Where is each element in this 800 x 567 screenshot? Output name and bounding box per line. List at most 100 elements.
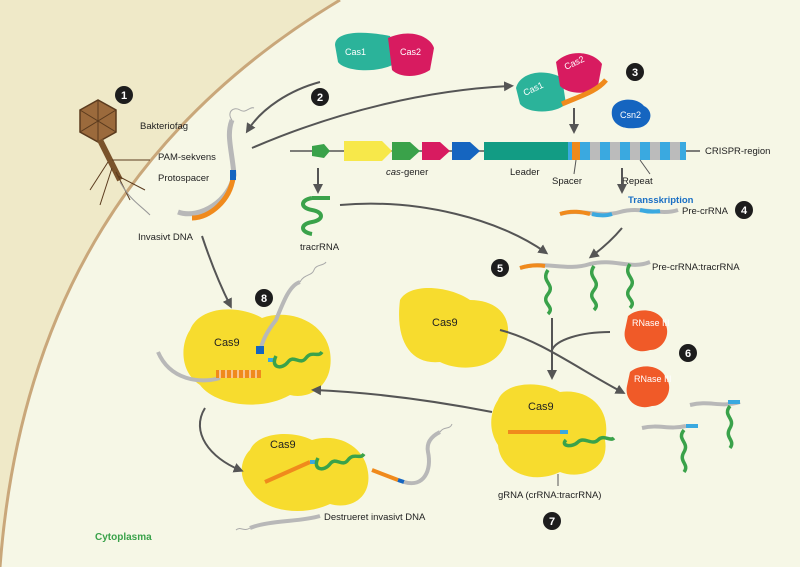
pre-crrna-repeat-1 — [591, 212, 613, 218]
target-dna-tail — [299, 261, 327, 283]
repeat-label: Repeat — [622, 176, 653, 187]
spacer-label: Spacer — [552, 176, 582, 187]
cas2-label: Cas2 — [400, 47, 421, 57]
arrow-to-fragments — [499, 329, 626, 394]
cas9-grna-label: Cas9 — [528, 401, 554, 413]
crispr-region-label: CRISPR-region — [705, 146, 770, 157]
cas-genes-label-rest: -gener — [401, 167, 428, 178]
arrow-dna-to-cas-complex — [251, 81, 514, 149]
fragment-1-hairpin — [679, 428, 688, 474]
cas1-gene — [392, 142, 420, 160]
rnase-label-2: RNase III — [634, 374, 672, 384]
bacteriophage-icon — [79, 99, 151, 216]
leader-block — [484, 142, 568, 160]
cas9-cut-label: Cas9 — [270, 439, 296, 451]
grna-label: gRNA (crRNA:tracrRNA) — [498, 490, 601, 501]
cas-genes-label: cas-gener — [386, 167, 428, 178]
cut-hairpin — [314, 452, 366, 471]
duplex-hairpins — [544, 263, 634, 316]
destroyed-fragment-pam — [397, 478, 405, 484]
step-1-badge: 1 — [115, 86, 133, 104]
cut-spacer — [264, 460, 311, 484]
step-7-badge: 7 — [543, 512, 561, 530]
step-8-number: 8 — [261, 293, 267, 305]
cas9-free-label: Cas9 — [432, 317, 458, 329]
cas9-gene — [344, 141, 392, 161]
target-hairpin — [272, 350, 324, 369]
fragment-1 — [641, 424, 687, 430]
step-2-badge: 2 — [311, 88, 329, 106]
cas-genes-label-italic: cas — [386, 167, 401, 178]
destroyed-dna-left-tail — [235, 527, 251, 531]
pam-label: PAM-sekvens — [158, 152, 216, 163]
step-4-badge: 4 — [735, 201, 753, 219]
cas9-free-protein — [399, 287, 509, 368]
cytoplasm-label: Cytoplasma — [95, 532, 152, 543]
csn2-label: Csn2 — [620, 110, 641, 120]
pre-crrna-label: Pre-crRNA — [682, 206, 729, 217]
cell-membrane — [0, 0, 341, 567]
arrow-dna-to-cas9 — [201, 235, 232, 309]
bacteriophage-label: Bakteriofag — [140, 121, 188, 132]
cas1-label: Cas1 — [345, 47, 366, 57]
cas1-cas2-complex — [335, 32, 434, 76]
arrow-rnase-join — [551, 331, 611, 351]
rnase-iii-2 — [626, 366, 670, 408]
protospacer-label: Protospacer — [158, 173, 209, 184]
pre-crrna-tracrrna-label: Pre-crRNA:tracrRNA — [652, 262, 740, 273]
protospacer-segment — [191, 177, 236, 221]
dna-tail — [229, 107, 255, 121]
destroyed-dna-left — [249, 514, 321, 530]
step-4-number: 4 — [741, 205, 748, 217]
cas1-cas2-spacer-complex — [516, 53, 608, 112]
step-8-badge: 8 — [255, 289, 273, 307]
csn2-protein — [611, 99, 651, 129]
step-6-number: 6 — [685, 348, 691, 360]
destroyed-dna-right-tail — [439, 423, 453, 433]
tracrrna-label: tracrRNA — [300, 242, 340, 253]
cas9-grna-hairpin — [562, 435, 616, 448]
cas9-target-complex — [183, 309, 331, 405]
fragment-2-hairpin — [725, 404, 734, 450]
step-5-badge: 5 — [491, 259, 509, 277]
transcription-label: Transskription — [628, 195, 694, 206]
cas9-cut-complex — [241, 434, 369, 512]
step-6-badge: 6 — [679, 344, 697, 362]
destroyed-dna-right — [403, 430, 441, 486]
target-pam — [256, 346, 264, 354]
pre-crrna-spacer — [559, 209, 591, 216]
invasive-dna-label: Invasivt DNA — [138, 232, 194, 243]
tracr-gene — [312, 144, 330, 158]
pam-segment — [230, 170, 236, 180]
crispr-array — [568, 142, 686, 160]
destroyed-fragment-spacer — [371, 468, 399, 482]
csn2-gene — [452, 142, 480, 160]
cas2-gene — [422, 142, 450, 160]
target-pairing-lines — [219, 370, 257, 378]
step-1-number: 1 — [121, 90, 127, 102]
arrow-target-to-cut — [199, 407, 244, 473]
arrow-grna-to-target — [311, 385, 493, 413]
repeat-pointer — [639, 159, 651, 175]
target-dna-left — [156, 351, 221, 383]
duplex-spacer — [519, 263, 546, 270]
cas9-target-label: Cas9 — [214, 337, 240, 349]
arrow-cas-to-dna — [245, 81, 321, 134]
leader-label: Leader — [510, 167, 540, 178]
tracrrna-hairpin — [301, 196, 330, 236]
destroyed-label: Destrueret invasivt DNA — [324, 512, 426, 523]
pre-crrna-repeat-2 — [639, 208, 661, 214]
rnase-iii-1 — [624, 310, 668, 352]
arrow-precrrna-to-duplex — [588, 227, 623, 259]
step-7-number: 7 — [549, 516, 555, 528]
step-3-badge: 3 — [626, 63, 644, 81]
rnase-label-1: RNase III — [632, 318, 670, 328]
spacer-pointer — [573, 159, 577, 175]
arrow-tracrrna-to-duplex — [339, 202, 549, 255]
target-dna-right — [258, 280, 301, 353]
step-5-number: 5 — [497, 263, 503, 275]
step-2-number: 2 — [317, 92, 323, 104]
step-3-number: 3 — [632, 67, 638, 79]
